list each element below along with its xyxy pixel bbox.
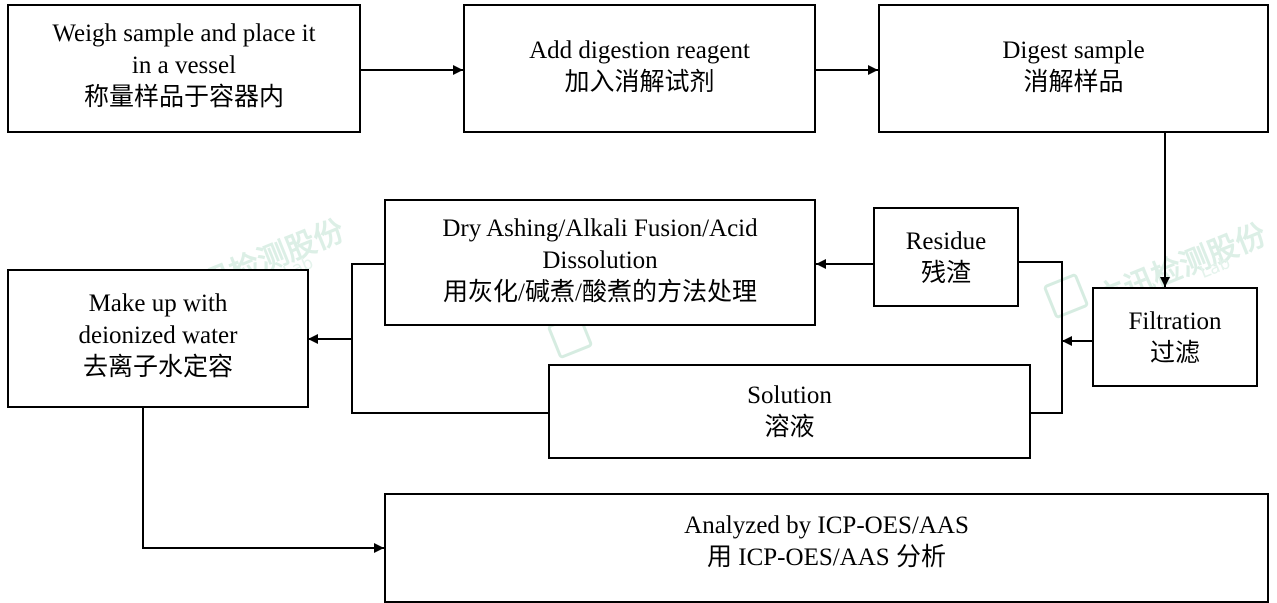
step-dry-ashing-en-1: Dry Ashing/Alkali Fusion/Acid <box>442 215 758 242</box>
step-dry-ashing-zh: 用灰化/碱煮/酸煮的方法处理 <box>443 279 757 306</box>
step-add-reagent-en: Add digestion reagent <box>529 37 750 64</box>
step-dry-ashing-en-2: Dissolution <box>542 247 658 274</box>
step-make-up-en-2: deionized water <box>78 322 238 349</box>
step-solution-zh: 溶液 <box>764 414 815 441</box>
step-residue: Residue 残渣 <box>873 207 1019 307</box>
step-solution: Solution 溶液 <box>548 364 1031 459</box>
step-add-reagent-zh: 加入消解试剂 <box>564 69 715 96</box>
step-residue-en: Residue <box>905 228 987 255</box>
step-weigh-sample: Weigh sample and place it in a vessel 称量… <box>7 4 361 133</box>
step-digest: Digest sample 消解样品 <box>878 4 1269 133</box>
step-dry-ashing: Dry Ashing/Alkali Fusion/Acid Dissolutio… <box>384 199 816 326</box>
step-filtration-en: Filtration <box>1128 308 1222 335</box>
step-analyzed-zh: 用 ICP-OES/AAS 分析 <box>707 544 946 571</box>
step-analyzed-en: Analyzed by ICP-OES/AAS <box>684 512 969 539</box>
step-solution-en: Solution <box>747 382 832 409</box>
step-make-up-zh: 去离子水定容 <box>82 354 233 381</box>
arrow-makeup-to-analyzed <box>142 408 384 553</box>
step-filtration-zh: 过滤 <box>1149 340 1200 367</box>
step-make-up-en-1: Make up with <box>88 290 228 317</box>
step-add-reagent: Add digestion reagent 加入消解试剂 <box>463 4 816 133</box>
line-split-vertical <box>1019 261 1063 414</box>
step-weigh-en-2: in a vessel <box>131 52 237 79</box>
step-digest-en: Digest sample <box>1002 37 1145 64</box>
step-digest-zh: 消解样品 <box>1023 69 1124 96</box>
step-weigh-zh: 称量样品于容器内 <box>83 84 284 111</box>
step-weigh-en-1: Weigh sample and place it <box>52 20 316 47</box>
step-residue-zh: 残渣 <box>920 260 971 287</box>
step-analyzed: Analyzed by ICP-OES/AAS 用 ICP-OES/AAS 分析 <box>384 493 1269 603</box>
step-make-up: Make up with deionized water 去离子水定容 <box>7 269 309 408</box>
step-filtration: Filtration 过滤 <box>1092 287 1258 387</box>
